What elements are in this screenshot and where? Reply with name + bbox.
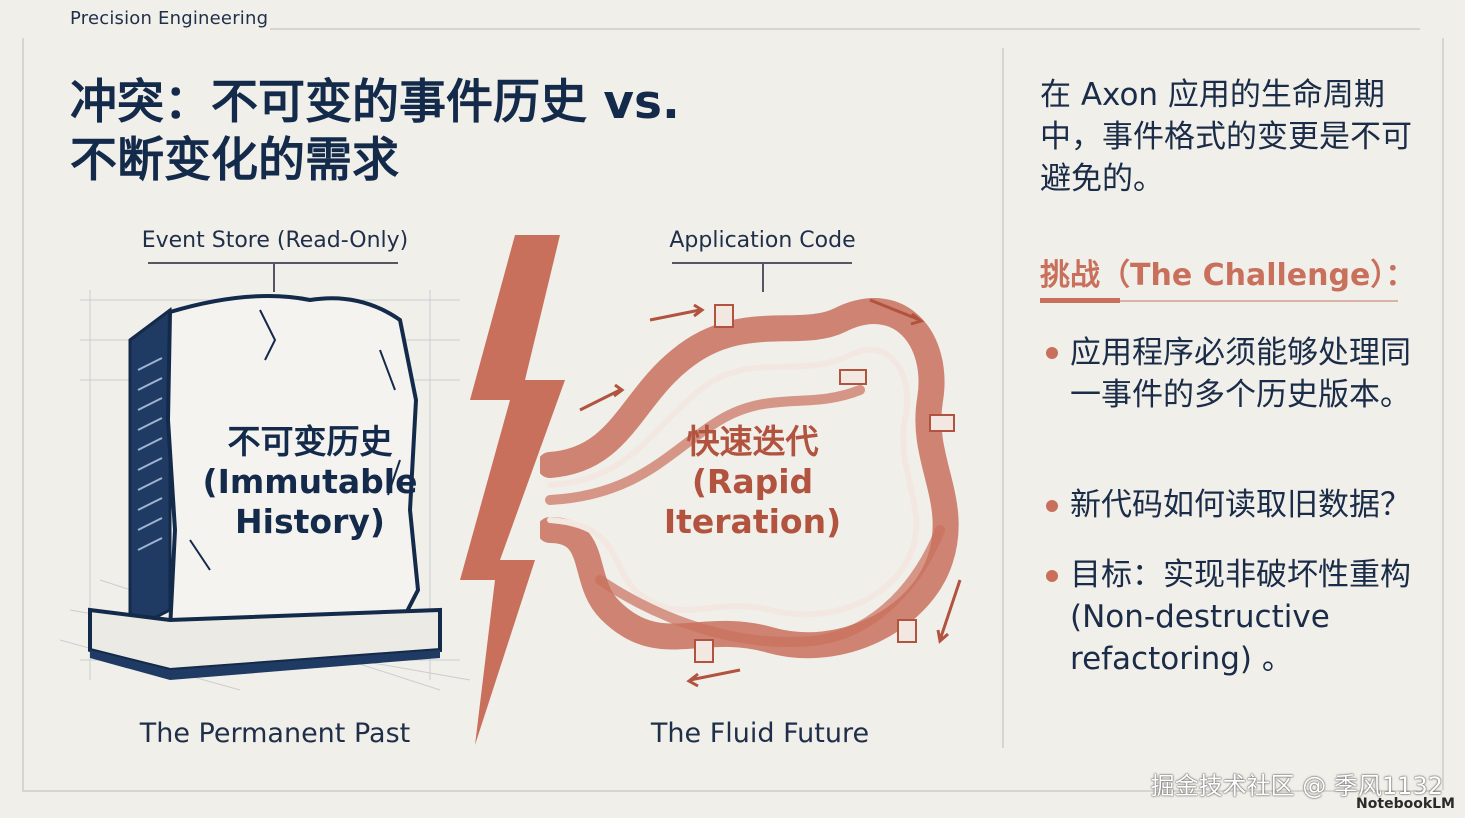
bullet-dot-2 xyxy=(1046,500,1058,512)
frame-right xyxy=(1442,38,1444,790)
stone-tablet-face xyxy=(165,294,421,633)
title-line-2: 不断变化的需求 xyxy=(70,133,399,188)
immutable-history-text: 不可变历史 (Immutable History) xyxy=(190,422,430,542)
stream-ribbons xyxy=(540,298,959,659)
column-divider xyxy=(1002,48,1004,748)
bullet-dot-1 xyxy=(1046,347,1058,359)
bullet-dot-3 xyxy=(1046,570,1058,582)
challenge-heading: 挑战（The Challenge）： xyxy=(1040,258,1416,293)
frame-left xyxy=(22,38,24,790)
event-store-bracket-stem xyxy=(273,262,275,292)
frame-top xyxy=(270,28,1420,30)
challenge-underline-accent xyxy=(1040,298,1120,303)
bullet-item-1: 应用程序必须能够处理同一事件的多个历史版本。 xyxy=(1070,335,1411,413)
event-store-label: Event Store (Read-Only) xyxy=(141,228,409,253)
frame-bottom xyxy=(22,790,1442,792)
page-title: 冲突：不可变的事件历史 vs. 不断变化的需求 xyxy=(70,74,770,190)
stone-cracks xyxy=(189,309,401,571)
bullet-item-2: 新代码如何读取旧数据？ xyxy=(1070,487,1411,523)
fluid-stream-illustration xyxy=(540,298,962,688)
title-line-1: 冲突：不可变的事件历史 vs. xyxy=(70,75,680,130)
document-icons xyxy=(694,304,955,663)
bullet-item-3: 目标：实现非破坏性重构 (Non-destructive refactoring… xyxy=(1070,557,1411,677)
application-code-bracket-stem xyxy=(762,262,764,292)
stone-line-1: 不可变历史 xyxy=(227,422,393,461)
notebooklm-badge: NotebookLM xyxy=(1356,796,1455,812)
server-rack-slots xyxy=(137,357,163,551)
stone-tablet-illustration xyxy=(60,290,471,691)
flow-line-3: Iteration) xyxy=(663,502,842,541)
flow-line-1: 快速迭代 xyxy=(686,422,819,461)
intro-paragraph: 在 Axon 应用的生命周期中，事件格式的变更是不可避免的。 xyxy=(1040,77,1412,197)
stone-base-shadow xyxy=(90,650,440,680)
stone-line-3: History) xyxy=(235,502,385,541)
flow-arrows xyxy=(579,298,962,688)
rapid-iteration-text: 快速迭代 (Rapid Iteration) xyxy=(640,422,865,542)
server-rack-side xyxy=(128,307,172,633)
fluid-future-caption: The Fluid Future xyxy=(650,718,870,749)
stone-line-2: (Immutable xyxy=(202,462,418,501)
permanent-past-caption: The Permanent Past xyxy=(139,718,411,749)
brand-label: Precision Engineering xyxy=(70,8,269,29)
lightning-bolt-icon xyxy=(460,235,565,745)
flow-line-2: (Rapid xyxy=(691,462,814,501)
watermark: 掘金技术社区 @ 季风1132 xyxy=(1150,772,1443,800)
challenge-underline xyxy=(1040,300,1398,302)
application-code-label: Application Code xyxy=(669,228,856,253)
